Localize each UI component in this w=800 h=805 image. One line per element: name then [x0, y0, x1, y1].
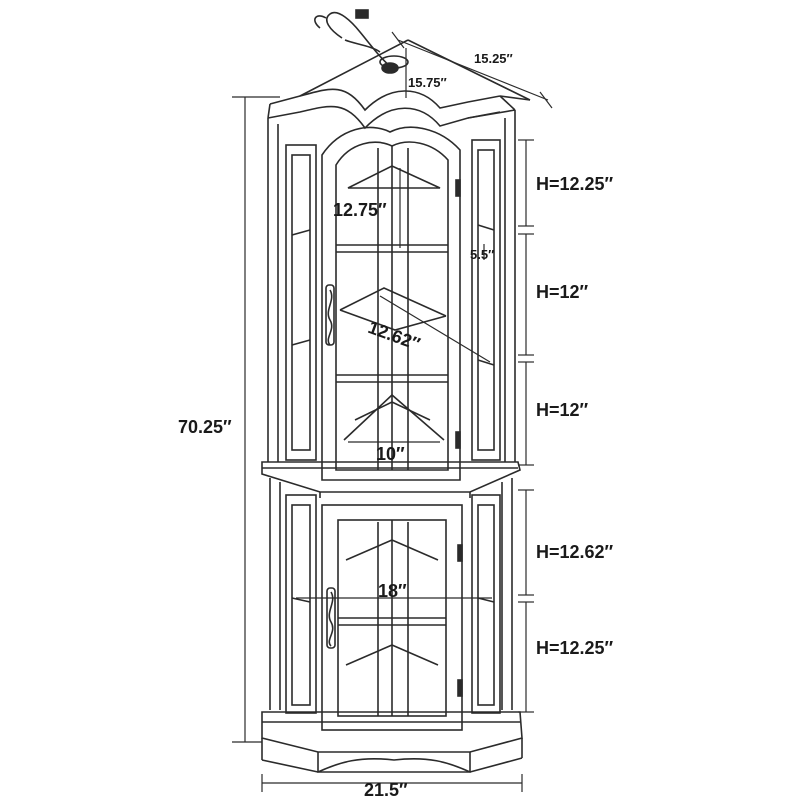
height-label-4: H=12.62″ — [536, 542, 614, 562]
power-cord-icon — [314, 9, 399, 74]
lower-cabinet — [285, 494, 501, 731]
mid-ledge — [261, 461, 521, 710]
top-shelf-depth-label: 12.75″ — [333, 200, 387, 220]
cabinet-base — [261, 711, 523, 773]
height-label-5: H=12.25″ — [536, 638, 614, 658]
upper-cabinet — [267, 110, 516, 481]
side-gap-label: 5.5″ — [470, 247, 495, 262]
shelf-width-label: 10″ — [376, 444, 405, 464]
height-label-2: H=12″ — [536, 282, 589, 302]
base-width-label: 21.5″ — [364, 780, 408, 800]
height-label-3: H=12″ — [536, 400, 589, 420]
top-side-label: 15.75″ — [408, 75, 447, 90]
dimension-lines — [232, 31, 553, 792]
height-label-1: H=12.25″ — [536, 174, 614, 194]
door-handle-icon — [325, 284, 335, 346]
top-depth-label: 15.25″ — [474, 51, 513, 66]
total-height-label: 70.25″ — [178, 417, 232, 437]
interior-width-label: 18″ — [378, 581, 407, 601]
door-handle-icon — [326, 587, 336, 649]
